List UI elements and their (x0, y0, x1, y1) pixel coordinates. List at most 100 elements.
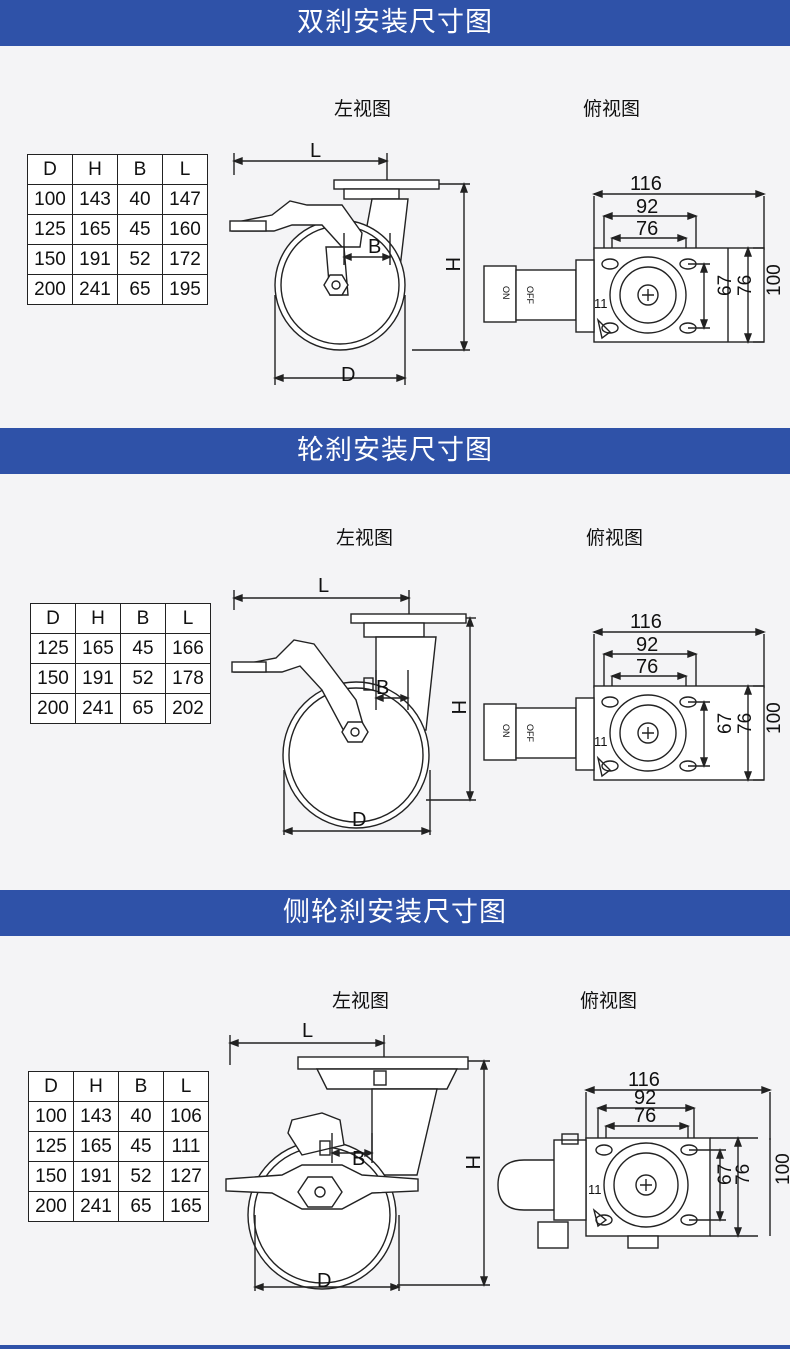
table-cell: 52 (118, 1161, 164, 1192)
l-dimension-label: L (318, 575, 329, 597)
table-row: 200 241 65 165 (28, 1191, 209, 1222)
table-header-cell: D (27, 154, 73, 185)
table-cell: 143 (72, 184, 118, 215)
table-row: 200 241 65 195 (27, 274, 208, 305)
section-1-dimension-table: D H B L 100 143 40 147 125 165 45 160 15… (27, 154, 208, 305)
table-cell: 150 (27, 244, 73, 275)
d-dimension-label: D (317, 1270, 331, 1292)
table-row: 125 165 45 160 (27, 214, 208, 245)
table-row: 200 241 65 202 (30, 693, 211, 724)
table-cell: 191 (72, 244, 118, 275)
dim-76v-label: 76 (733, 1164, 754, 1185)
table-cell: 166 (165, 633, 211, 664)
table-cell: 165 (72, 214, 118, 245)
table-header-cell: H (73, 1071, 119, 1102)
table-header-cell: B (117, 154, 163, 185)
dim-116-label: 116 (630, 611, 662, 633)
table-cell: 202 (165, 693, 211, 724)
dim-67-label: 67 (715, 713, 736, 734)
table-row: 125 165 45 111 (28, 1131, 209, 1162)
dim-76v-label: 76 (735, 275, 756, 296)
dim-11-label: 11 (588, 1182, 602, 1197)
section-1-top-view-label: 俯视图 (583, 98, 641, 120)
table-header-cell: L (162, 154, 208, 185)
dim-76-label: 76 (634, 1105, 656, 1127)
table-row: 100 143 40 147 (27, 184, 208, 215)
table-cell: 40 (117, 184, 163, 215)
table-header-cell: L (163, 1071, 209, 1102)
table-cell: 150 (30, 663, 76, 694)
dim-100-label: 100 (764, 702, 785, 734)
table-cell: 125 (30, 633, 76, 664)
dim-116-label: 116 (628, 1069, 660, 1091)
table-cell: 65 (118, 1191, 164, 1222)
table-cell: 45 (118, 1131, 164, 1162)
table-cell: 200 (27, 274, 73, 305)
dim-92-label: 92 (636, 634, 658, 656)
table-header-cell: L (165, 603, 211, 634)
table-header-cell: D (28, 1071, 74, 1102)
l-dimension-label: L (302, 1020, 313, 1042)
table-cell: 143 (73, 1101, 119, 1132)
dim-11-label: 11 (594, 296, 608, 311)
table-header-row: D H B L (30, 603, 211, 634)
table-cell: 106 (163, 1101, 209, 1132)
table-cell: 127 (163, 1161, 209, 1192)
dim-100-label: 100 (764, 264, 785, 296)
table-header-cell: B (118, 1071, 164, 1102)
l-dimension-label: L (310, 140, 321, 162)
section-3-side-view-drawing: L B H D (225, 1020, 490, 1292)
table-cell: 100 (27, 184, 73, 215)
table-row: 150 191 52 172 (27, 244, 208, 275)
table-row: 150 191 52 127 (28, 1161, 209, 1192)
section-1-left-view-label: 左视图 (334, 98, 392, 120)
table-header-cell: D (30, 603, 76, 634)
table-cell: 191 (73, 1161, 119, 1192)
section-2-top-view-label: 俯视图 (586, 527, 644, 549)
dim-11-label: 11 (594, 734, 608, 749)
table-cell: 165 (163, 1191, 209, 1222)
table-cell: 200 (30, 693, 76, 724)
table-cell: 111 (163, 1131, 209, 1162)
table-cell: 65 (120, 693, 166, 724)
off-label: OFF (525, 724, 535, 742)
section-2-banner: 轮刹安装尺寸图 (0, 428, 790, 474)
table-cell: 52 (120, 663, 166, 694)
table-cell: 45 (120, 633, 166, 664)
table-cell: 172 (162, 244, 208, 275)
section-3-left-view-label: 左视图 (332, 990, 390, 1012)
dim-67-label: 67 (715, 1164, 736, 1185)
table-header-cell: H (75, 603, 121, 634)
on-label: ON (501, 724, 511, 738)
h-dimension-label: H (447, 700, 469, 714)
dim-92-label: 92 (636, 196, 658, 218)
table-cell: 241 (73, 1191, 119, 1222)
table-cell: 195 (162, 274, 208, 305)
dim-76-label: 76 (636, 656, 658, 678)
section-3-banner: 侧轮刹安装尺寸图 (0, 890, 790, 936)
table-cell: 165 (73, 1131, 119, 1162)
table-cell: 200 (28, 1191, 74, 1222)
dim-100-label: 100 (773, 1153, 790, 1185)
footer-divider (0, 1345, 790, 1349)
dim-76-label: 76 (636, 218, 658, 240)
dim-116-label: 116 (630, 173, 662, 195)
section-2-top-view-drawing: 116 92 76 67 76 100 11 ON OFF (483, 611, 785, 782)
table-cell: 147 (162, 184, 208, 215)
section-3-top-view-label: 俯视图 (580, 990, 638, 1012)
off-label: OFF (525, 286, 535, 304)
section-2-dimension-table: D H B L 125 165 45 166 150 191 52 178 20… (30, 603, 211, 724)
table-cell: 191 (75, 663, 121, 694)
table-header-row: D H B L (28, 1071, 209, 1102)
table-cell: 125 (27, 214, 73, 245)
table-cell: 178 (165, 663, 211, 694)
table-cell: 40 (118, 1101, 164, 1132)
table-cell: 165 (75, 633, 121, 664)
table-row: 150 191 52 178 (30, 663, 211, 694)
table-cell: 241 (75, 693, 121, 724)
dim-67-label: 67 (715, 275, 736, 296)
table-cell: 125 (28, 1131, 74, 1162)
b-dimension-label: B (376, 677, 389, 699)
dim-92-label: 92 (634, 1087, 656, 1109)
h-dimension-label: H (441, 257, 463, 271)
